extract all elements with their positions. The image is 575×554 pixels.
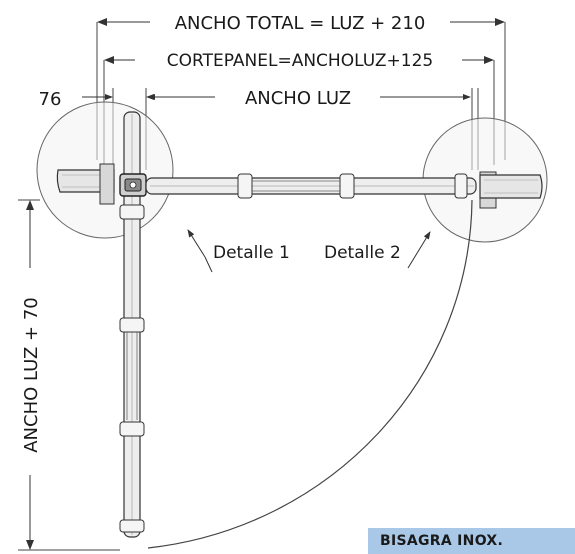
label-ancho-total: ANCHO TOTAL = LUZ + 210: [175, 13, 426, 34]
product-badge: BISAGRA INOX.: [368, 528, 575, 554]
door-swing-arc: [147, 199, 473, 549]
dimension-ancho-luz: ANCHO LUZ: [147, 88, 479, 170]
right-wall-section: [479, 171, 543, 209]
door-panel-vertical: [119, 111, 145, 538]
door-panel-horizontal: [145, 173, 477, 199]
hinge-block: [119, 173, 147, 197]
label-ancho-luz: ANCHO LUZ: [245, 88, 351, 109]
label-ancho-luz-70: ANCHO LUZ + 70: [21, 297, 42, 453]
label-detalle-1: Detalle 1: [213, 243, 290, 263]
label-corte-panel: CORTEPANEL=ANCHOLUZ+125: [167, 51, 433, 71]
left-wall-section: [56, 163, 115, 205]
dimension-ancho-luz-70: ANCHO LUZ + 70: [18, 199, 120, 551]
label-76: 76: [39, 89, 62, 110]
label-detalle-2: Detalle 2: [324, 243, 401, 263]
detail-leaders: Detalle 1 Detalle 2: [187, 229, 431, 273]
